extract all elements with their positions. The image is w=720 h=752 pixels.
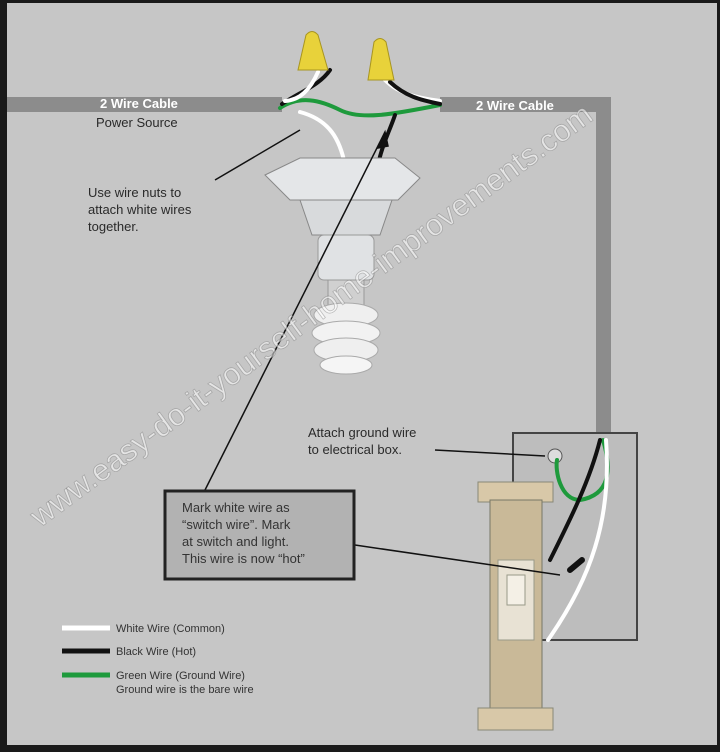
switch-wires	[546, 438, 610, 642]
legend-white-label: White Wire (Common)	[116, 623, 225, 635]
switch-wire-callout: Mark white wire as “switch wire”. Mark a…	[163, 489, 356, 581]
callout-line: This wire is now “hot”	[182, 551, 305, 566]
legend: White Wire (Common) Black Wire (Hot) Gre…	[62, 623, 254, 696]
legend-green-note: Ground wire is the bare wire	[116, 684, 254, 696]
power-source-label: Power Source	[96, 115, 178, 130]
wire-nut-icon	[297, 31, 395, 81]
left-cable	[7, 97, 282, 112]
note-line: Attach ground wire	[308, 425, 416, 440]
right-cable-label: 2 Wire Cable	[476, 98, 554, 113]
light-fixture-icon	[264, 157, 421, 281]
ground-note: Attach ground wire to electrical box.	[308, 425, 416, 457]
cfl-bulb-icon	[311, 279, 381, 375]
note-line: attach white wires	[88, 202, 192, 217]
note-line: to electrical box.	[308, 442, 402, 457]
callout-line: at switch and light.	[182, 534, 289, 549]
legend-green-label: Green Wire (Ground Wire)	[116, 670, 245, 682]
wire-nuts-note: Use wire nuts to attach white wires toge…	[88, 185, 192, 234]
legend-black-label: Black Wire (Hot)	[116, 646, 196, 658]
callout-line: Mark white wire as	[182, 500, 290, 515]
note-line: together.	[88, 219, 139, 234]
light-switch-icon	[477, 481, 554, 731]
callout-line: “switch wire”. Mark	[182, 517, 291, 532]
note-line: Use wire nuts to	[88, 185, 181, 200]
pointer-arrows	[204, 129, 561, 576]
left-cable-label: 2 Wire Cable	[100, 96, 178, 111]
